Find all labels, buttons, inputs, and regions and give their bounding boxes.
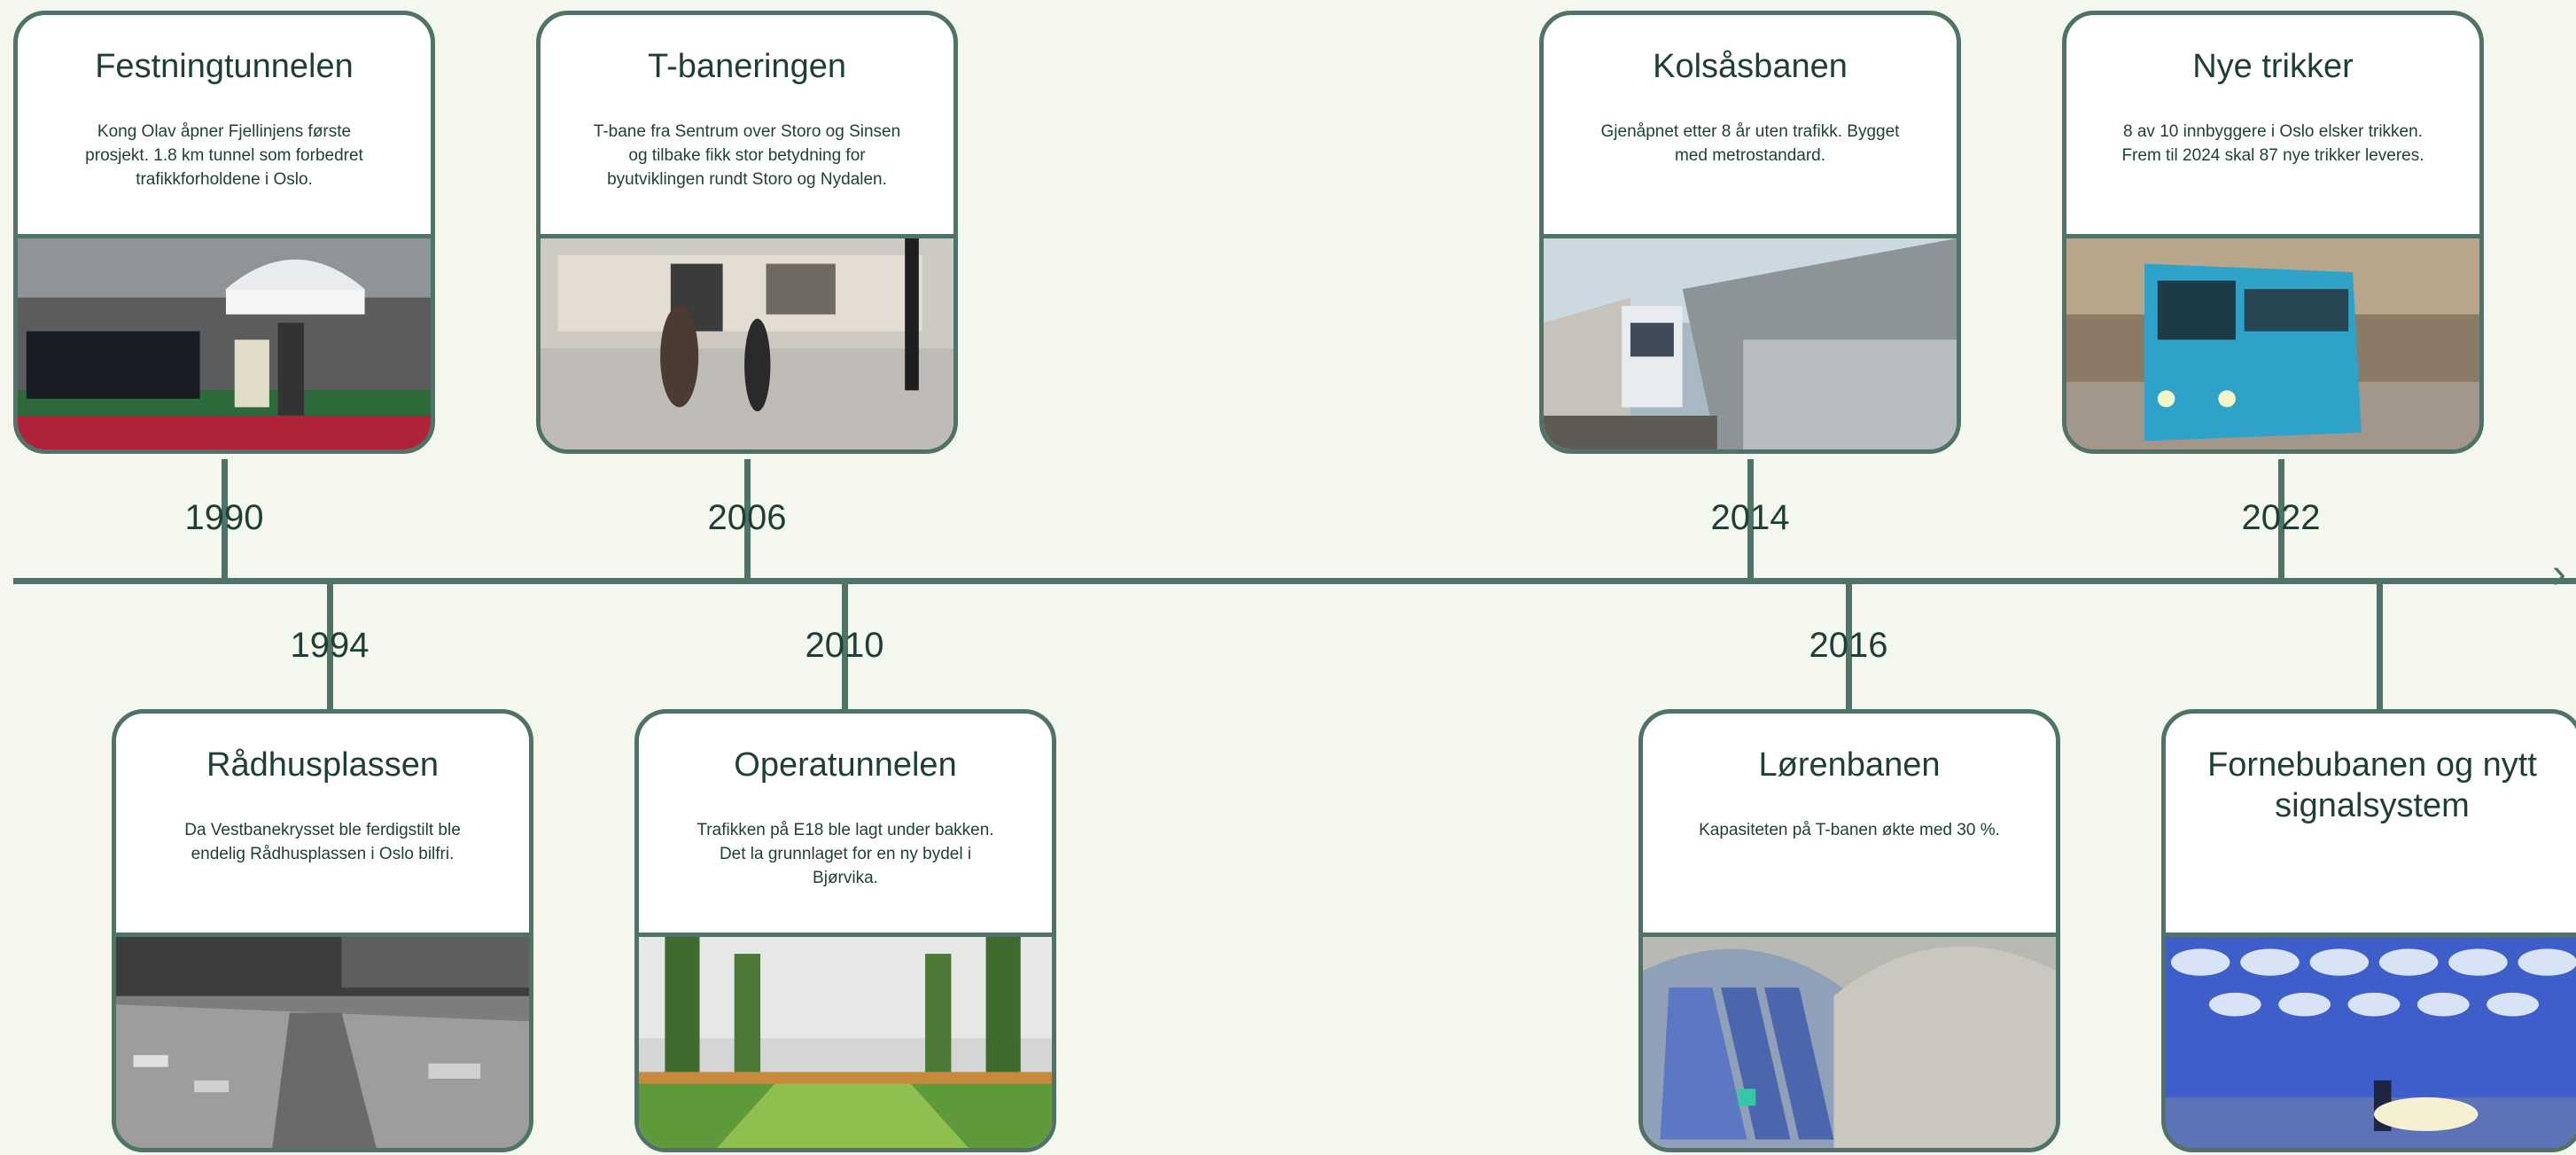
year-label: 2022: [2241, 498, 2321, 537]
metro-platform-photo: [541, 234, 953, 449]
event-title: Operatunnelen: [734, 746, 957, 784]
event-description: Gjenåpnet etter 8 år uten trafikk. Bygge…: [1600, 122, 1900, 165]
event-title: Lørenbanen: [1758, 746, 1941, 784]
event-card-festningtunnelen: Festningtunnelen Kong Olav åpner Fjellin…: [13, 11, 435, 454]
tick-1994: [327, 581, 333, 714]
event-card-kolsasbanen: Kolsåsbanen Gjenåpnet etter 8 år uten tr…: [1539, 11, 1961, 454]
event-title: Rådhusplassen: [206, 746, 439, 784]
event-title: Festningtunnelen: [95, 48, 354, 85]
event-description: Da Vestbanekrysset ble ferdigstilt ble e…: [184, 821, 461, 863]
tick-2014: [1747, 459, 1754, 581]
opening-ceremony-photo: [18, 234, 431, 449]
year-label: 2006: [707, 498, 787, 537]
event-card-fornebubanen: Fornebubanen og nytt signalsystem: [2161, 709, 2576, 1152]
city-square-historic-photo: [116, 933, 529, 1148]
event-description: T-bane fra Sentrum over Storo og Sinsen …: [593, 122, 901, 189]
event-description: 8 av 10 innbyggere i Oslo elsker trikken…: [2121, 122, 2424, 165]
year-label: 2014: [1710, 498, 1790, 537]
event-card-operatunnelen: Operatunnelen Trafikken på E18 ble lagt …: [634, 709, 1056, 1152]
event-title: T-baneringen: [648, 48, 846, 85]
escalator-tunnel-photo: [1643, 933, 2056, 1148]
tick-2016: [1846, 581, 1852, 714]
timeline-arrow-icon: ›: [2552, 550, 2566, 597]
tick-2006: [744, 459, 751, 581]
tick-2010: [842, 581, 848, 714]
event-card-nye-trikker: Nye trikker 8 av 10 innbyggere i Oslo el…: [2062, 11, 2484, 454]
event-description: Trafikken på E18 ble lagt under bakken. …: [697, 821, 994, 887]
timeline-axis: [13, 578, 2576, 584]
event-card-t-baneringen: T-baneringen T-bane fra Sentrum over Sto…: [536, 11, 958, 454]
year-label: 2010: [805, 626, 884, 665]
event-description: Kapasiteten på T-banen økte med 30 %.: [1699, 821, 2000, 839]
modern-station-photo: [2166, 933, 2576, 1148]
event-title: Fornebubanen og nytt signalsystem: [2207, 746, 2537, 824]
blue-tram-photo: [2066, 234, 2479, 449]
tick-2022: [2278, 459, 2284, 581]
event-title: Nye trikker: [2192, 48, 2354, 85]
year-label: 2016: [1809, 626, 1888, 665]
year-label: 1994: [290, 626, 370, 665]
tick-1990: [222, 459, 228, 581]
event-card-radhusplassen: Rådhusplassen Da Vestbanekrysset ble fer…: [112, 709, 533, 1152]
year-label: 1990: [184, 498, 264, 537]
event-card-lorenbanen: Lørenbanen Kapasiteten på T-banen økte m…: [1638, 709, 2060, 1152]
event-description: Kong Olav åpner Fjellinjens første prosj…: [85, 122, 363, 189]
green-tram-track-photo: [639, 933, 1052, 1148]
metro-train-station-photo: [1544, 234, 1957, 449]
event-title: Kolsåsbanen: [1653, 48, 1848, 85]
tick-fornebu: [2377, 581, 2383, 714]
